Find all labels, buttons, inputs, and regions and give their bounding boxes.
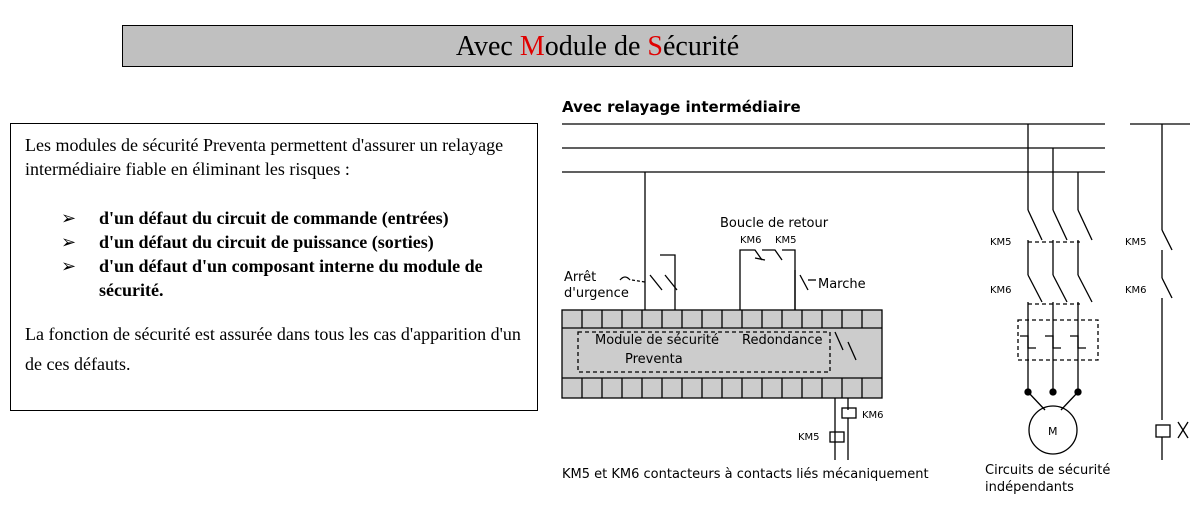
title-middle: odule de [544, 31, 648, 62]
motor-symbol [1028, 405, 1078, 455]
risk-item-text: d'un défaut du circuit de commande (entr… [99, 208, 449, 228]
feedback-km6-label: KM6 [740, 235, 762, 246]
feedback-km5-label: KM5 [775, 235, 797, 246]
title-s-letter: S [647, 31, 663, 62]
risk-item: ➢ d'un défaut d'un composant interne du m… [61, 254, 531, 302]
emergency-stop-label-1: Arrêt [564, 270, 596, 285]
risk-item-text: d'un défaut d'un composant interne du mo… [99, 256, 483, 300]
module-terminals-top [581, 310, 863, 328]
coil-km5-label: KM5 [798, 432, 820, 443]
power-circuit [1017, 124, 1099, 455]
description-panel: Les modules de sécurité Preventa permett… [10, 123, 538, 411]
wiring-diagram: Avec relayage intermédiaire Boucle de re… [561, 98, 1190, 495]
safety-module: Module de sécurité Preventa Redondance [561, 309, 883, 399]
arrow-bullet-icon: ➢ [61, 208, 77, 228]
risk-list: ➢ d'un défaut du circuit de commande (ent… [61, 206, 531, 302]
feedback-loop-contacts [739, 249, 796, 310]
emergency-stop-switch [619, 254, 678, 310]
title-prefix: Avec [455, 31, 520, 62]
coil-km6-label: KM6 [862, 410, 884, 421]
independent-circuit [1155, 124, 1189, 460]
arrow-bullet-icon: ➢ [61, 256, 77, 276]
module-name-line-2: Preventa [625, 352, 683, 367]
diagram-heading: Avec relayage intermédiaire [562, 98, 801, 116]
title-m-letter: M [519, 31, 545, 62]
power-km6-label: KM6 [990, 285, 1012, 296]
start-button-switch [794, 270, 816, 310]
contactor-caption: KM5 et KM6 contacteurs à contacts liés m… [562, 467, 929, 482]
output-coils [829, 398, 857, 460]
motor-label: M [1048, 425, 1058, 438]
redundancy-label: Redondance [742, 333, 823, 348]
risk-item-text: d'un défaut du circuit de puissance (sor… [99, 232, 434, 252]
start-button-label: Marche [818, 277, 866, 292]
feedback-loop-label: Boucle de retour [720, 216, 829, 231]
power-km5-label: KM5 [990, 237, 1012, 248]
conclusion-text: La fonction de sécurité est assurée dans… [25, 324, 521, 374]
supply-lines [562, 123, 1190, 173]
title-suffix: écurité [662, 31, 740, 62]
module-terminals-bottom [581, 378, 863, 398]
independent-caption-line-1: Circuits de sécurité [985, 463, 1110, 478]
module-name-line-1: Module de sécurité [595, 333, 719, 348]
page-title: Avec Module de Sécurité [122, 25, 1073, 67]
intro-text: Les modules de sécurité Preventa permett… [25, 135, 504, 179]
arrow-bullet-icon: ➢ [61, 232, 77, 252]
risk-item: ➢ d'un défaut du circuit de commande (ent… [61, 206, 531, 230]
right-km6-label: KM6 [1125, 285, 1147, 296]
right-km5-label: KM5 [1125, 237, 1147, 248]
emergency-stop-label-2: d'urgence [564, 286, 629, 301]
independent-caption-line-2: indépendants [985, 480, 1074, 495]
risk-item: ➢ d'un défaut du circuit de puissance (so… [61, 230, 531, 254]
